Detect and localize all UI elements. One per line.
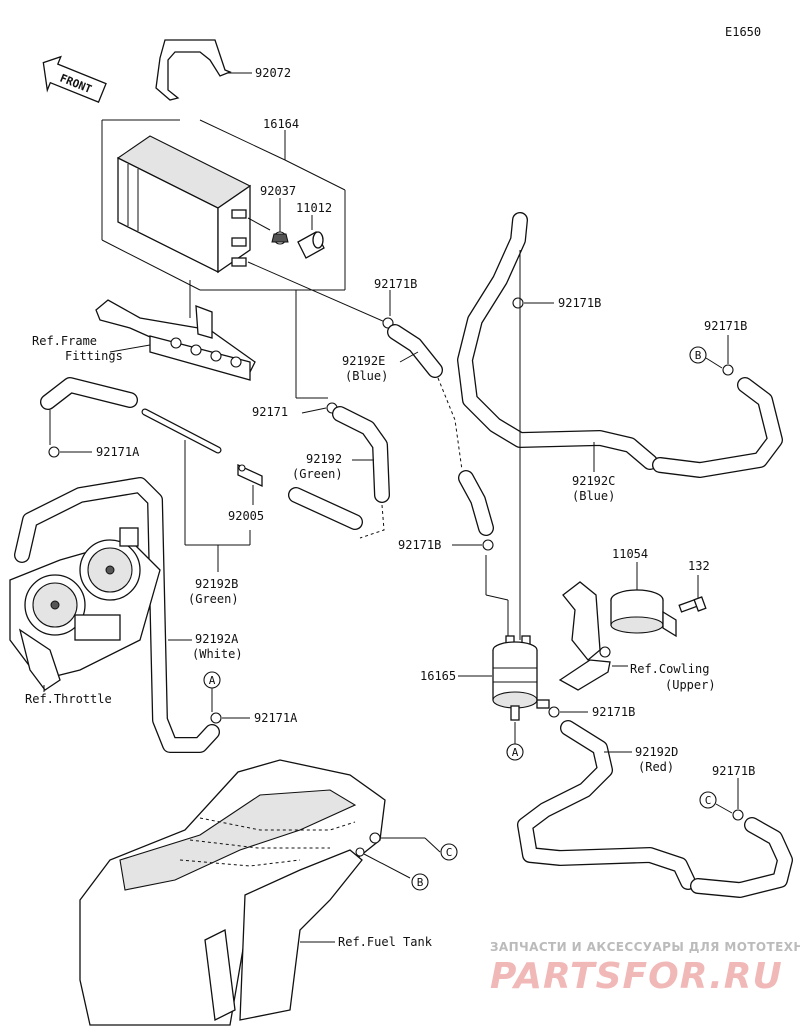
dashed-route-92192E: [437, 377, 463, 471]
ref-frame-label-2: Fittings: [65, 349, 123, 363]
strap-92072: [155, 39, 252, 101]
frame-fittings-bracket: [95, 299, 256, 381]
cowling-bracket: [558, 581, 628, 691]
callout-92171B-e: 92171B: [592, 705, 635, 719]
connector-B-tank: B: [363, 853, 429, 891]
hose-92192A: [14, 477, 220, 753]
callout-11012: 11012: [296, 201, 332, 215]
joint-92005: [237, 463, 263, 488]
bolt-132: [678, 575, 707, 613]
connector-A-bottom: A: [506, 722, 524, 761]
callout-92192C: 92192C: [572, 474, 615, 488]
hose-92192-green: [332, 406, 390, 503]
watermark-tagline: ЗАПЧАСТИ И АКСЕССУАРЫ ДЛЯ МОТОТЕХНИКИ: [490, 940, 800, 954]
callout-92037: 92037: [260, 184, 296, 198]
filter-16165: [458, 635, 550, 721]
bracket-92192B: [184, 440, 251, 572]
ref-frame-label: Ref.Frame: [32, 334, 97, 348]
clamp-92171B-b: [512, 297, 554, 309]
route-line-to-filter: [485, 555, 509, 640]
clamp-92171B-c: [722, 335, 734, 376]
hose-92192D: [517, 720, 793, 898]
svg-text:A: A: [512, 746, 519, 759]
connector-C-right: C: [699, 791, 733, 814]
ref-fuel-tank-label: Ref.Fuel Tank: [338, 935, 433, 949]
svg-text:B: B: [695, 349, 702, 362]
color-92192D: (Red): [638, 760, 674, 774]
callout-132: 132: [688, 559, 710, 573]
clamp-92037: [271, 198, 289, 245]
clamp-92171B-f: [732, 778, 744, 821]
callout-92005: 92005: [228, 509, 264, 523]
callout-92171A-a: 92171A: [96, 445, 140, 459]
clamp-92171B-e: [548, 706, 588, 718]
canister-line-to-92192E: [247, 217, 386, 399]
hose-92192E: [387, 324, 443, 378]
throttle-body: [9, 527, 161, 691]
clamp-92171: [301, 402, 338, 414]
callout-92171A-b: 92171A: [254, 711, 298, 725]
canister-16164: [116, 135, 252, 274]
callout-92171: 92171: [252, 405, 288, 419]
callout-92171B-c: 92171B: [704, 319, 747, 333]
hose-92192B: [40, 377, 363, 530]
callout-92192: 92192: [306, 452, 342, 466]
connector-B-right: B: [689, 346, 723, 369]
connector-A-top: A: [203, 671, 221, 712]
callout-92171B-b: 92171B: [558, 296, 601, 310]
callout-92192D: 92192D: [635, 745, 678, 759]
svg-text:B: B: [417, 876, 424, 889]
ref-cowling-label-2: (Upper): [665, 678, 716, 692]
callout-11054: 11054: [612, 547, 648, 561]
callout-92192A: 92192A: [195, 632, 239, 646]
callout-16165: 16165: [420, 669, 456, 683]
callout-92171B-d: 92171B: [398, 538, 441, 552]
ref-cowling-label: Ref.Cowling: [630, 662, 709, 676]
watermark-logo: PARTSFOR.RU: [490, 956, 783, 997]
callout-92192B: 92192B: [195, 577, 238, 591]
clamp-92171A-a: [48, 410, 92, 458]
hose-short-center: [458, 470, 494, 536]
callout-92171B-f: 92171B: [712, 764, 755, 778]
front-arrow-icon: FRONT: [42, 55, 107, 104]
svg-text:C: C: [446, 846, 453, 859]
color-92192B: (Green): [188, 592, 239, 606]
dashed-route-92192: [359, 504, 385, 539]
color-92192C: (Blue): [572, 489, 615, 503]
connector-C-tank: C: [380, 837, 458, 861]
color-92192A: (White): [192, 647, 243, 661]
canister-frame-lines: [101, 119, 346, 291]
svg-text:C: C: [705, 794, 712, 807]
color-92192E: (Blue): [345, 369, 388, 383]
ref-throttle-label: Ref.Throttle: [25, 692, 112, 706]
clamp-92171B-a: [382, 290, 394, 329]
svg-text:A: A: [209, 674, 216, 687]
band-11054: [610, 562, 677, 638]
callout-92171B-a: 92171B: [374, 277, 417, 291]
diagram-id: E1650: [725, 25, 761, 39]
plug-11012: [297, 215, 325, 259]
color-92192: (Green): [292, 467, 343, 481]
clamp-92171A-b: [210, 712, 250, 724]
clamp-92171B-d: [452, 539, 494, 551]
callout-16164: 16164: [263, 117, 299, 131]
callout-92192E: 92192E: [342, 354, 385, 368]
fuel-tank: [79, 759, 386, 1026]
callout-92072: 92072: [255, 66, 291, 80]
hose-92192C: [457, 212, 783, 478]
